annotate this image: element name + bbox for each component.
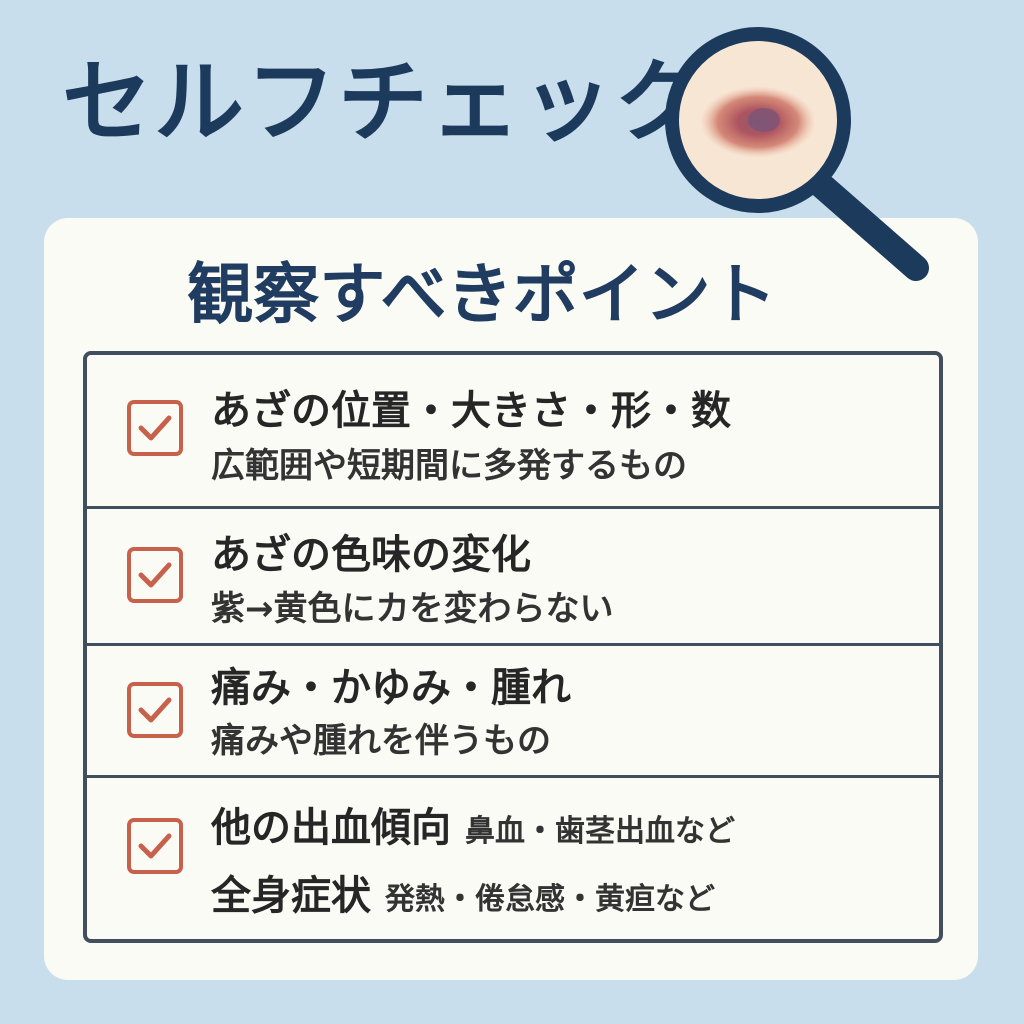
checklist-row: あざの色味の変化 紫→黄色にカを変わらない	[87, 509, 939, 646]
checklist-item-detail: 発熱・倦怠感・黄疸など	[385, 882, 715, 917]
checklist-table: あざの位置・大きさ・形・数 広範囲や短期間に多発するもの あざの色味の変化 紫→…	[83, 351, 943, 943]
magnifying-glass-icon	[665, 27, 929, 281]
checklist-item-detail: 鼻血・歯茎出血など	[465, 814, 735, 849]
checkbox-checked-icon[interactable]	[127, 682, 183, 738]
checklist-item-detail: 紫→黄色にカを変わらない	[211, 589, 614, 629]
checklist-item-heading: 全身症状	[211, 873, 371, 919]
checkbox-checked-icon[interactable]	[127, 400, 183, 456]
checklist-item-heading: あざの色味の変化	[211, 532, 531, 578]
checkbox-checked-icon[interactable]	[127, 818, 183, 874]
checklist-item-detail: 広範囲や短期間に多発するもの	[211, 446, 687, 486]
section-subtitle: 観察すべきポイント	[187, 256, 777, 333]
checklist-item-heading: 痛み・かゆみ・腫れ	[211, 665, 571, 711]
checklist-item-detail: 痛みや腫れを伴うもの	[211, 721, 551, 761]
checkbox-checked-icon[interactable]	[127, 547, 183, 603]
checklist-item-heading: あざの位置・大きさ・形・数	[211, 388, 731, 434]
page-title: セルフチェック	[62, 50, 706, 155]
checklist-item-heading: 他の出血傾向	[211, 805, 451, 851]
checklist-row: 痛み・かゆみ・腫れ 痛みや腫れを伴うもの	[87, 646, 939, 778]
checklist-row: 他の出血傾向鼻血・歯茎出血など 全身症状発熱・倦怠感・黄疸など	[87, 778, 939, 939]
checklist-item-line: 他の出血傾向鼻血・歯茎出血など	[211, 808, 735, 848]
checklist-item-line: 全身症状発熱・倦怠感・黄疸など	[211, 876, 715, 916]
checklist-row: あざの位置・大きさ・形・数 広範囲や短期間に多発するもの	[87, 355, 939, 509]
